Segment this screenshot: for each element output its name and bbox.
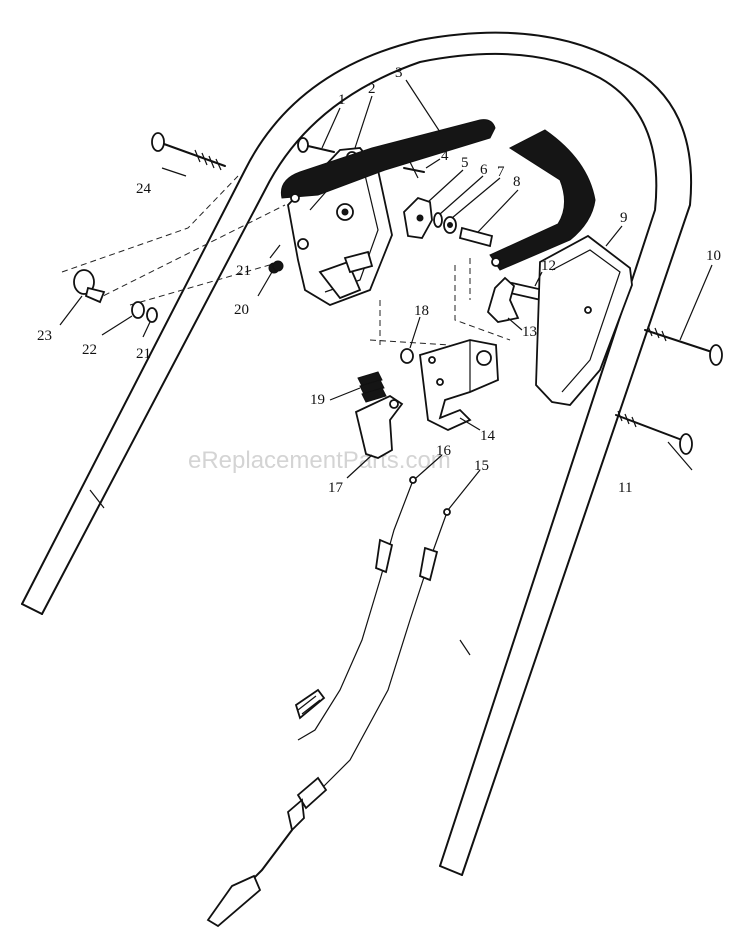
label-part-8: 8 [513,174,521,190]
label-part-4: 4 [441,148,449,164]
label-part-7: 7 [497,164,505,180]
nut-20 [272,260,284,272]
handle-tube [21,31,693,876]
bolt-11 [615,410,693,455]
washer-6 [433,212,443,228]
label-part-9: 9 [620,210,628,226]
label-part-2: 2 [368,81,376,97]
cam-5 [403,196,433,239]
bolt-1 [297,137,335,153]
leader-lines [59,79,713,511]
label-part-13: 13 [522,324,537,340]
bushing-23 [73,269,106,304]
label-part-10: 10 [706,248,721,264]
label-part-15: 15 [474,458,489,474]
washer-22 [131,301,145,319]
label-part-24: 24 [136,181,152,197]
assembly-guide-lines [61,175,511,346]
cable-15 [206,508,451,928]
bail-lever-3 [280,119,596,271]
label-part-18: 18 [414,303,429,319]
label-part-14: 14 [480,428,496,444]
label-part-21-lower: 21 [136,346,151,362]
label-part-3: 3 [395,65,403,81]
label-part-17: 17 [328,480,344,496]
bracket-14 [419,339,499,431]
washer-18 [400,348,414,364]
label-part-1: 1 [338,92,346,108]
label-part-12: 12 [541,258,556,274]
label-part-19: 19 [310,392,325,408]
label-part-11: 11 [618,480,632,496]
label-part-23: 23 [37,328,52,344]
pin-4 [403,161,425,179]
right-housing-9 [535,234,633,406]
cable-16 [294,476,417,741]
label-part-5: 5 [461,155,469,171]
nut-21-lower [146,307,158,323]
spring-19 [357,371,387,403]
cam-13 [486,276,520,323]
label-part-16: 16 [436,443,452,459]
label-part-22: 22 [82,342,97,358]
lever-17 [354,394,404,459]
label-part-6: 6 [480,162,488,178]
watermark-text: eReplacementParts.com [188,447,451,474]
shaft-8 [458,226,494,248]
bolt-10 [644,325,723,366]
spacer-7 [443,216,457,234]
part-labels: 1 2 3 4 5 6 7 8 9 10 11 12 13 14 15 16 1… [37,65,721,496]
bolt-24 [151,132,226,171]
label-part-21-upper: 21 [236,263,251,279]
label-part-20: 20 [234,302,249,318]
